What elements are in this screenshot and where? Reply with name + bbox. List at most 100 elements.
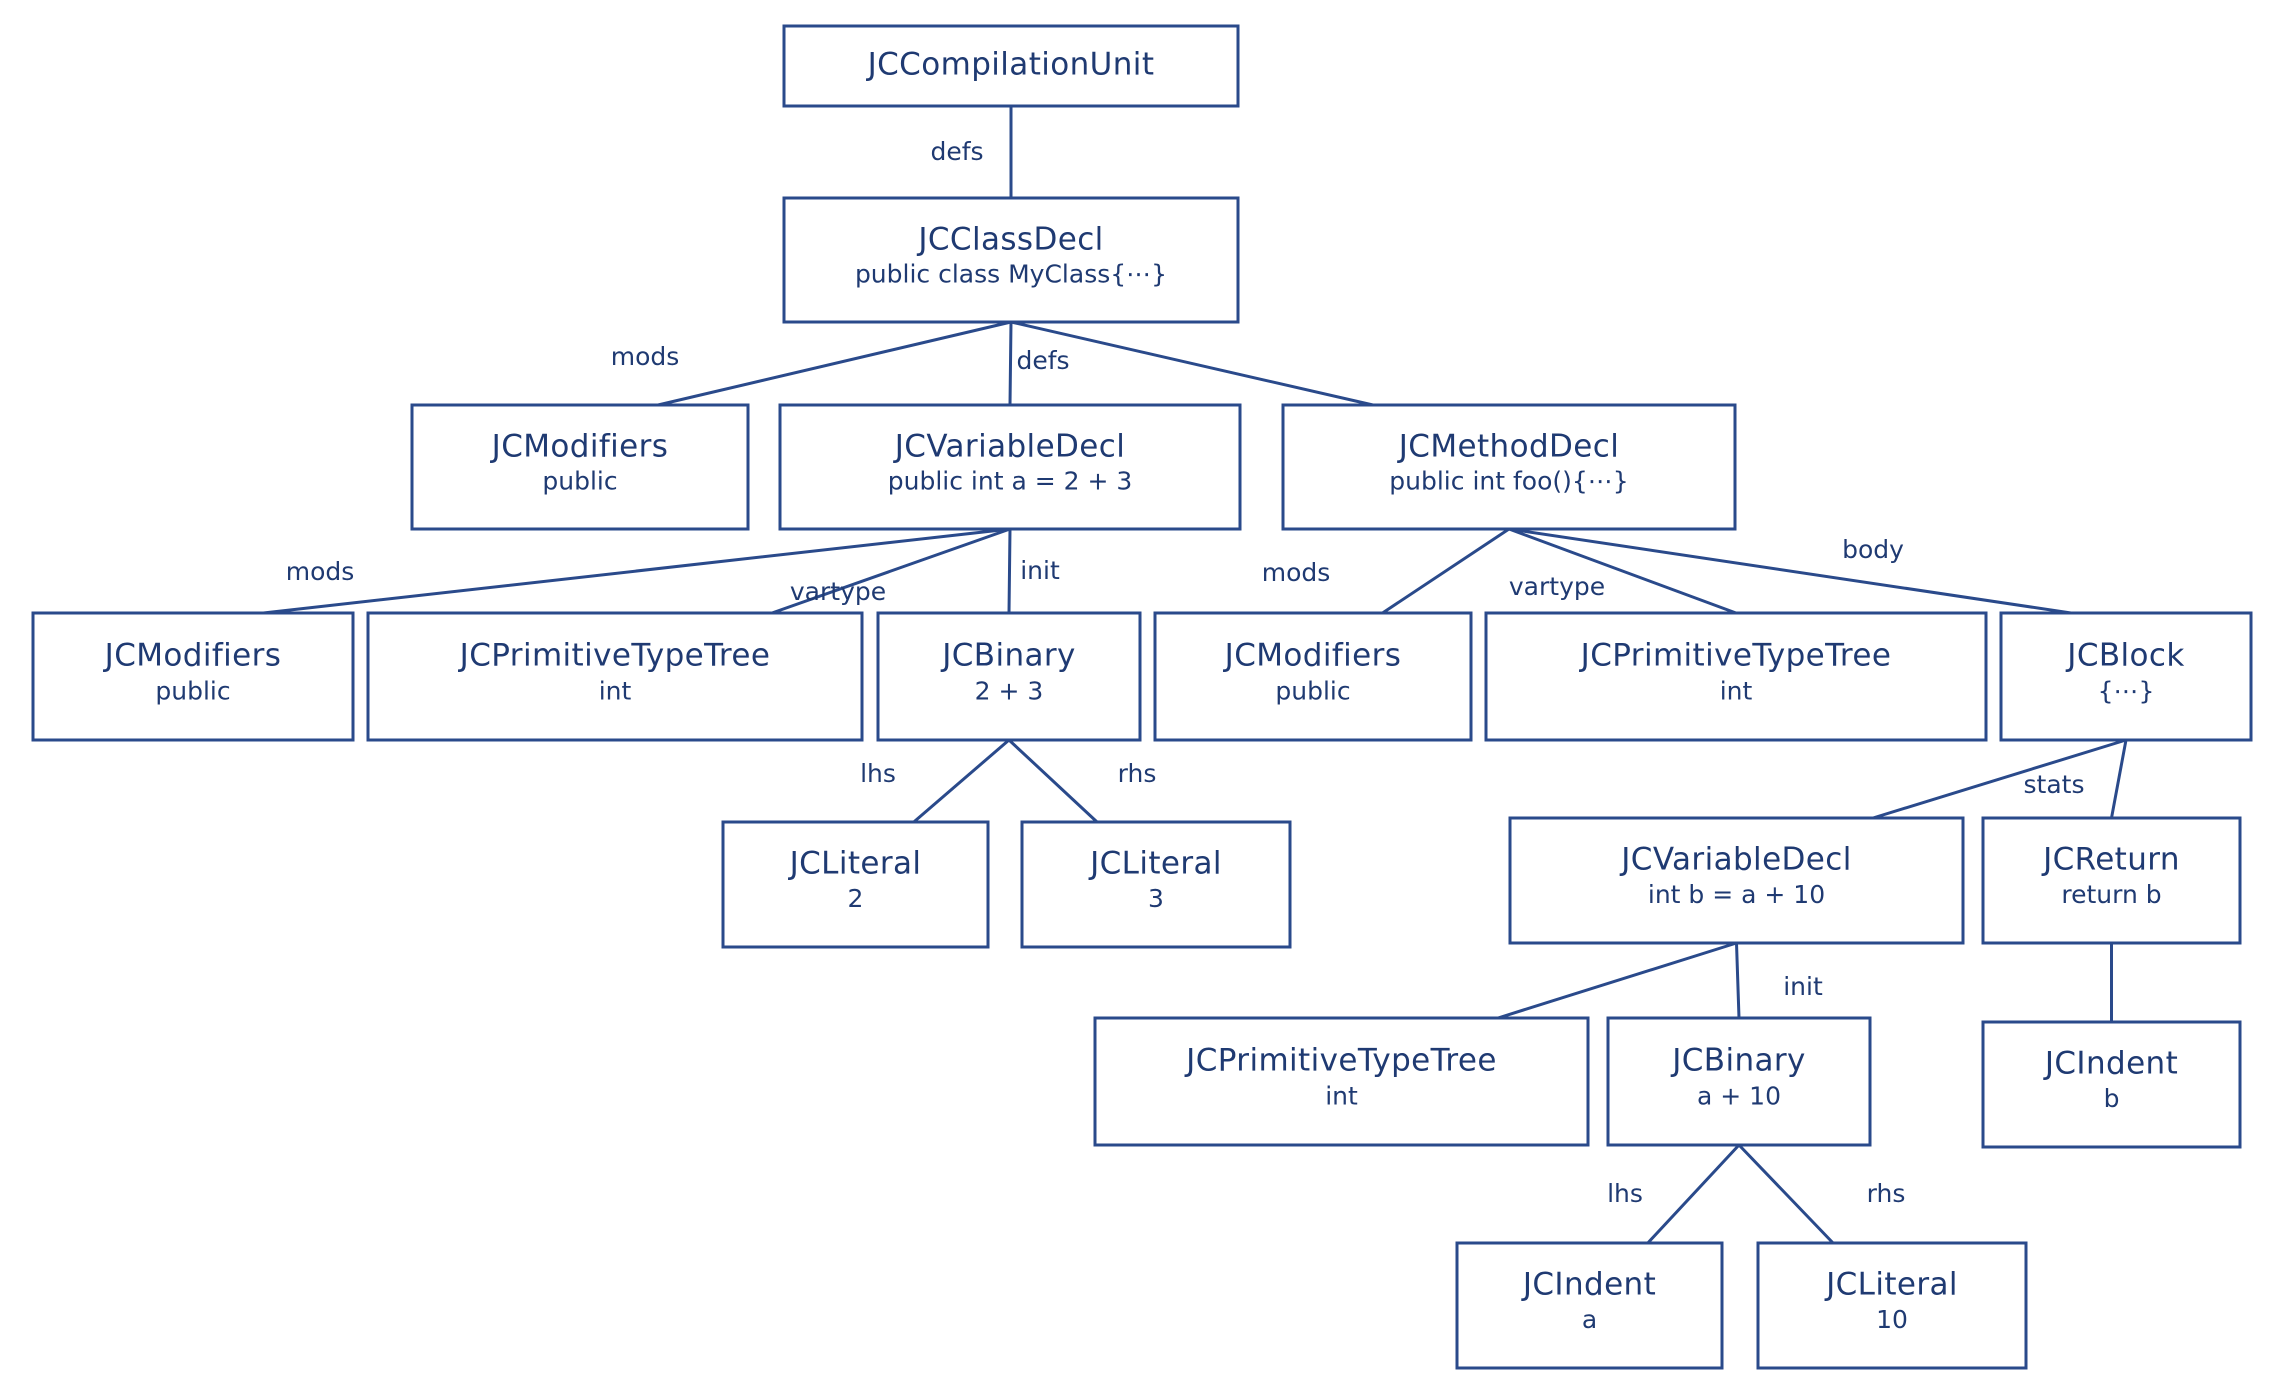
node-title: JCModifiers — [103, 637, 282, 673]
edges-layer — [261, 104, 2128, 1245]
edge-n5-n11 — [1507, 527, 2073, 615]
edge-label-body-9: body — [1842, 535, 1904, 564]
node-subtitle: {⋯} — [2098, 676, 2155, 705]
node-subtitle: a — [1582, 1305, 1597, 1334]
node-title: JCBinary — [1670, 1042, 1806, 1078]
node-title: JCLiteral — [1088, 846, 1222, 882]
node-title: JCIndent — [2043, 1046, 2178, 1082]
node-box[interactable] — [1093, 1016, 1590, 1147]
node-box[interactable] — [1981, 1020, 2242, 1149]
node-title: JCPrimitiveTypeTree — [458, 637, 771, 673]
edge-n8-n12 — [912, 738, 1011, 824]
edge-label-mods-4: mods — [286, 557, 355, 586]
edge-n11-n15 — [2110, 738, 2128, 820]
edge-n5-n10 — [1507, 527, 1738, 615]
node-jcmodifiers[interactable]: JCModifiers public — [1153, 611, 1473, 742]
node-jcbinary[interactable]: JCBinary a + 10 — [1606, 1016, 1872, 1147]
node-subtitle: public int foo(){⋯} — [1389, 467, 1628, 496]
node-title: JCLiteral — [788, 846, 922, 882]
edge-n4-n8 — [1007, 527, 1012, 615]
edge-n4-n7 — [770, 527, 1012, 615]
node-box[interactable] — [1981, 816, 2242, 945]
node-title: JCMethodDecl — [1397, 428, 1619, 464]
node-box[interactable] — [721, 820, 990, 949]
node-box[interactable] — [1484, 611, 1988, 742]
node-subtitle: public — [1275, 676, 1350, 705]
node-title: JCModifiers — [1223, 637, 1402, 673]
node-box[interactable] — [1606, 1016, 1872, 1147]
edge-n17-n20 — [1737, 1143, 1835, 1245]
node-title: JCReturn — [2041, 842, 2180, 878]
node-subtitle: int — [1325, 1081, 1358, 1110]
node-title: JCLiteral — [1824, 1267, 1958, 1303]
node-box[interactable] — [1455, 1241, 1724, 1370]
node-subtitle: public — [542, 467, 617, 496]
node-box[interactable] — [1508, 816, 1965, 945]
node-title: JCBlock — [2065, 637, 2184, 673]
node-jccompilationunit[interactable]: JCCompilationUnit — [782, 24, 1240, 108]
edge-label-init-6: init — [1020, 556, 1060, 585]
node-box[interactable] — [1281, 403, 1737, 531]
node-jcblock[interactable]: JCBlock {⋯} — [1999, 611, 2253, 742]
node-box[interactable] — [410, 403, 750, 531]
node-title: JCPrimitiveTypeTree — [1184, 1042, 1497, 1078]
node-subtitle: int — [1720, 676, 1753, 705]
node-subtitle: public int a = 2 + 3 — [888, 467, 1133, 496]
node-box[interactable] — [1153, 611, 1473, 742]
node-subtitle: public class MyClass{⋯} — [855, 260, 1167, 289]
edge-n2-n5 — [1009, 320, 1375, 407]
edge-n5-n9 — [1381, 527, 1511, 615]
node-box[interactable] — [778, 403, 1242, 531]
node-title: JCPrimitiveTypeTree — [1579, 637, 1892, 673]
node-box[interactable] — [366, 611, 864, 742]
node-subtitle: return b — [2061, 880, 2161, 909]
node-jcmethoddecl[interactable]: JCMethodDecl public int foo(){⋯} — [1281, 403, 1737, 531]
node-title: JCCompilationUnit — [866, 47, 1155, 83]
edge-n2-n3 — [656, 320, 1013, 407]
edge-label-defs-2: defs — [1016, 346, 1069, 375]
node-box[interactable] — [782, 24, 1240, 108]
edge-n14-n17 — [1735, 941, 1741, 1020]
edge-label-lhs-17: lhs — [1607, 1179, 1643, 1208]
node-title: JCBinary — [940, 637, 1076, 673]
edge-n8-n13 — [1007, 738, 1099, 824]
node-box[interactable] — [1020, 820, 1292, 949]
edge-label-stats-13: stats — [2024, 770, 2085, 799]
node-box[interactable] — [1756, 1241, 2028, 1370]
node-box[interactable] — [876, 611, 1142, 742]
node-subtitle: public — [155, 676, 230, 705]
edge-label-mods-1: mods — [611, 342, 680, 371]
edge-label-mods-7: mods — [1262, 558, 1331, 587]
node-title: JCVariableDecl — [1619, 842, 1852, 878]
edge-n17-n19 — [1646, 1143, 1741, 1245]
node-box[interactable] — [1999, 611, 2253, 742]
node-jcprimitivetypetree[interactable]: JCPrimitiveTypeTree int — [1484, 611, 1988, 742]
node-jcmodifiers[interactable]: JCModifiers public — [31, 611, 355, 742]
edge-n14-n16 — [1496, 941, 1738, 1020]
edge-n2-n4 — [1008, 320, 1013, 407]
edge-label-defs-0: defs — [930, 137, 983, 166]
node-subtitle: 10 — [1876, 1305, 1908, 1334]
node-box[interactable] — [782, 196, 1240, 324]
node-jcprimitivetypetree[interactable]: JCPrimitiveTypeTree int — [1093, 1016, 1590, 1147]
node-subtitle: a + 10 — [1697, 1081, 1781, 1110]
node-title: JCIndent — [1521, 1267, 1656, 1303]
node-subtitle: b — [2104, 1084, 2120, 1113]
node-box[interactable] — [31, 611, 355, 742]
